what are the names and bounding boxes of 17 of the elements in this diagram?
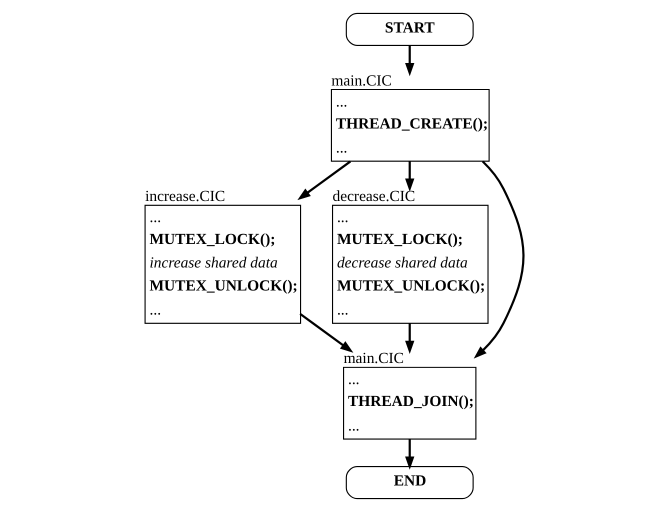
node-box: ... THREAD_CREATE(); ... <box>330 88 490 162</box>
arrow <box>473 160 524 358</box>
node-box: START <box>345 12 474 46</box>
arrow <box>404 160 414 192</box>
arrow <box>404 322 414 354</box>
arrow <box>298 312 353 352</box>
node-box: ... MUTEX_LOCK(); decrease shared data MUTEX_UNLOCK(); ... <box>331 204 488 324</box>
node-label: main.CIC <box>330 72 392 89</box>
node-box: ... THREAD_JOIN(); ... <box>342 366 476 440</box>
node-box: ... MUTEX_LOCK(); increase shared data MUTEX_UNLOCK(); ... <box>144 204 301 324</box>
arrow <box>404 45 414 76</box>
node-label: increase.CIC <box>144 188 225 205</box>
arrow <box>296 160 351 200</box>
node-label: decrease.CIC <box>332 188 415 205</box>
node-label: main.CIC <box>343 350 404 367</box>
arrow <box>404 438 414 470</box>
node-box: END <box>345 466 474 499</box>
